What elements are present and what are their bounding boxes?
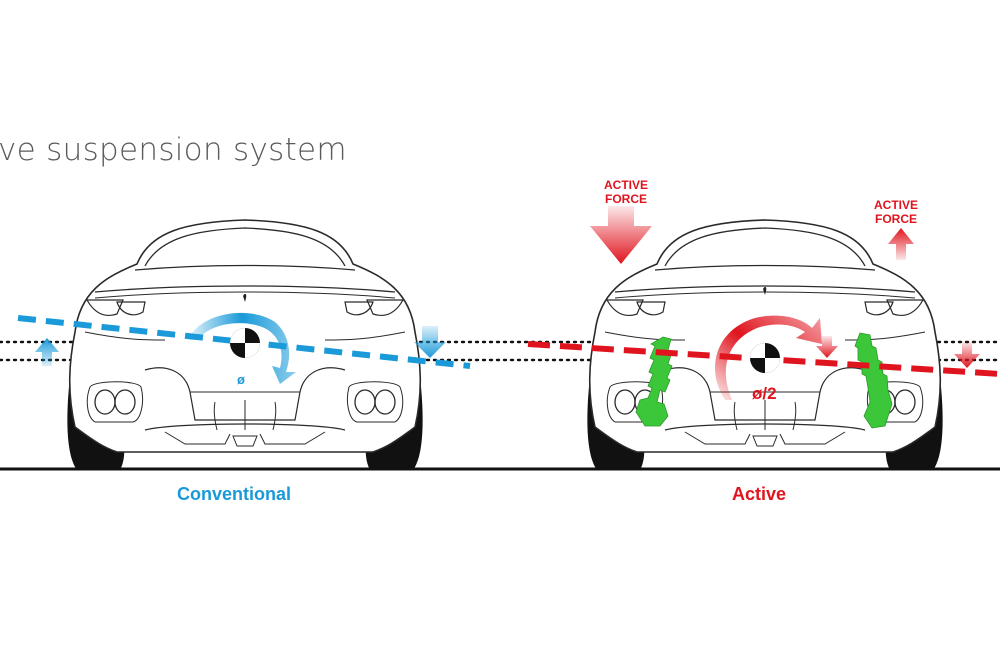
- spring-damper-icon: [635, 332, 893, 429]
- down-arrow-icon: [954, 342, 980, 368]
- down-arrow-icon: [816, 336, 838, 358]
- roll-arrow-icon: [715, 315, 822, 400]
- roll-arrow-icon: [188, 312, 296, 384]
- prancing-horse-logo-icon: [763, 286, 767, 295]
- active-force-label-line: ACTIVE: [873, 198, 918, 212]
- active-force-label-line: FORCE: [605, 192, 647, 206]
- active-force-label-left: ACTIVE FORCE: [598, 178, 654, 206]
- up-arrow-icon: [35, 338, 59, 366]
- roll-angle-label-conventional: ø: [237, 372, 245, 387]
- roll-angle-label-active: ø/2: [752, 384, 777, 403]
- diagram-title: ve suspension system: [0, 132, 347, 168]
- active-force-down-arrow-icon: [590, 206, 652, 264]
- active-force-label-line: ACTIVE: [603, 178, 648, 192]
- active-force-label-right: ACTIVE FORCE: [868, 198, 924, 226]
- down-arrow-icon: [414, 326, 446, 358]
- center-of-gravity-icon: [750, 343, 780, 373]
- active-force-up-arrow-icon: [888, 228, 914, 260]
- active-force-label-line: FORCE: [875, 212, 917, 226]
- caption-conventional: Conventional: [177, 484, 292, 504]
- prancing-horse-logo-icon: [243, 293, 247, 302]
- center-of-gravity-icon: [230, 328, 260, 358]
- caption-active: Active: [732, 484, 787, 504]
